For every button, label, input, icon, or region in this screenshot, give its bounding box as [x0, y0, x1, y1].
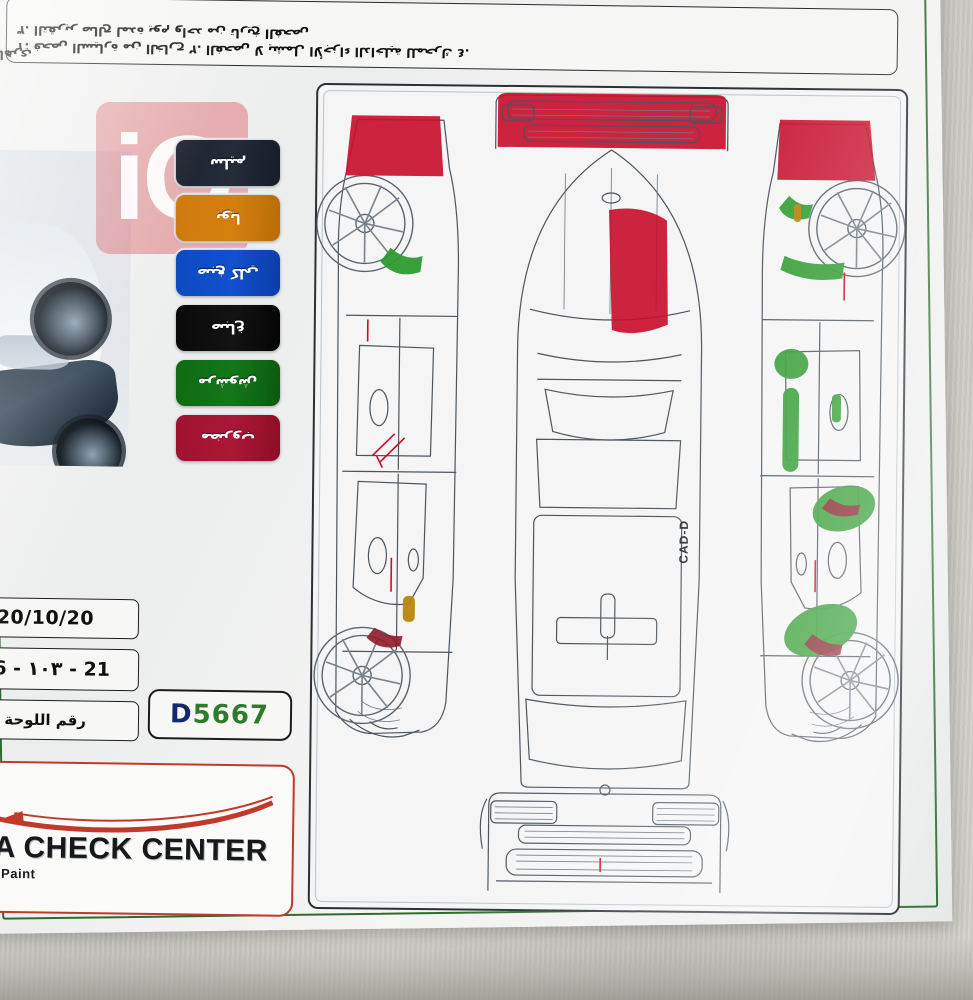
report-code-prefix: D — [170, 699, 194, 730]
vehicle-diagram-svg: .ln{fill:none;stroke:#4b5560;stroke-widt… — [313, 92, 906, 894]
plate-label-value: رقم اللوحة — [4, 710, 87, 730]
legend-chip-label-1: بويا — [215, 210, 241, 226]
logo-swoosh-icon — [0, 795, 274, 833]
legend-chip-5[interactable]: مضروب — [176, 415, 280, 461]
legend-chip-label-0: سليم — [209, 155, 247, 171]
legend-chip-0[interactable]: سليم — [176, 140, 280, 186]
left-side-view-group — [760, 119, 906, 743]
plate-number-field[interactable]: 26 - ١٠٣ - 21 KSA — [0, 646, 140, 692]
rear-view-group — [479, 784, 730, 894]
legend-chip-2[interactable]: صبغ كلي — [176, 250, 280, 296]
plate-label-field: رقم اللوحة — [0, 698, 140, 742]
top-down-view-group — [514, 149, 703, 790]
notes-strip-line-1: الفحص الظاهري — [0, 47, 32, 63]
legend-chip-label-4: مرشوش — [198, 375, 258, 391]
legend-panel: سليم بويا صبغ كلي صباغ مرشوش مضروب — [176, 140, 282, 470]
vehicle-diagram-panel[interactable]: .ln{fill:none;stroke:#4b5560;stroke-widt… — [307, 82, 909, 916]
plate-number-value: 26 - ١٠٣ - 21 — [0, 657, 111, 681]
legend-chip-label-5: مضروب — [201, 430, 255, 446]
notes-side-strip: الفحص الظاهري ملاحظات — [0, 3, 140, 66]
inspection-date-field[interactable]: 20/10/20 — [0, 596, 140, 640]
report-code-number: 5667 — [192, 699, 270, 731]
inspection-date-value: 20/10/20 — [0, 606, 95, 630]
logo-card: DANA CHECK CENTER Check The Paint — [0, 759, 296, 917]
cad-watermark: CAD-D — [676, 519, 691, 564]
report-code-field[interactable]: D5667 — [147, 688, 293, 742]
legend-chip-1[interactable]: بويا — [176, 195, 280, 241]
legend-chip-label-2: صبغ كلي — [197, 265, 259, 281]
right-side-view-group — [313, 115, 460, 738]
notes-strip-line-2: ملاحظات — [0, 27, 140, 48]
legend-chip-label-3: صباغ — [210, 320, 246, 336]
legend-chip-4[interactable]: مرشوش — [176, 360, 280, 406]
front-view-group — [495, 92, 729, 152]
scratch-marks-right — [371, 433, 406, 468]
left-wheel-front — [808, 179, 906, 278]
report-code-value: D5667 — [170, 699, 269, 730]
legend-chip-3[interactable]: صباغ — [176, 305, 280, 351]
